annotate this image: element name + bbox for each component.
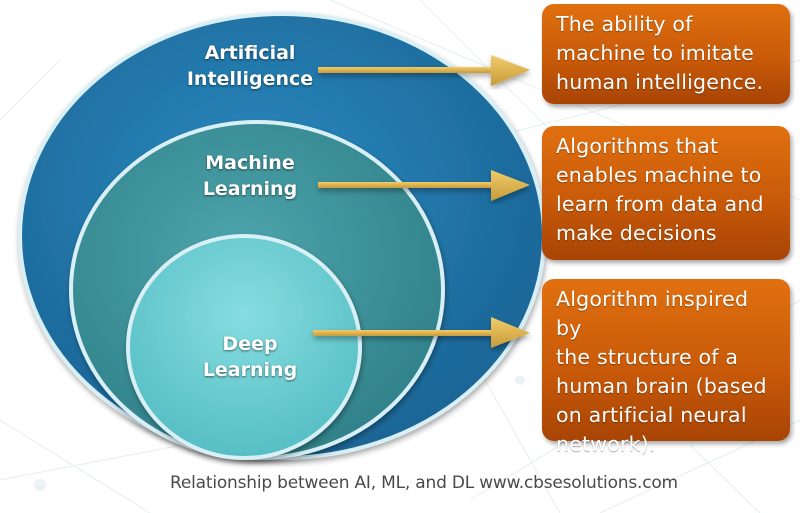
description-line: Algorithms that [556,134,719,158]
label-line: Intelligence [186,68,314,90]
caption: Relationship between AI, ML, and DL www.… [170,473,678,493]
description-line: human brain (based [556,374,767,398]
label-line: Learning [202,359,298,381]
description-line: make decisions [556,221,717,245]
label-deep-learning: Deep Learning [170,331,330,383]
description-line: on artificial neural [556,403,747,427]
label-line: Artificial [204,42,296,64]
description-line: The ability of [556,12,693,36]
description-box-dl: Algorithm inspired by the structure of a… [542,279,790,456]
arrow-ai [318,55,530,86]
label-line: Deep [222,333,278,355]
description-line: the structure of a [556,345,739,369]
description-line: learn from data and [556,192,764,216]
description-line: machine to imitate [556,41,754,65]
label-line: Learning [202,178,298,200]
description-box-ml: Algorithms that enables machine to learn… [542,126,790,260]
label-machine-learning: Machine Learning [170,150,330,202]
description-line: network). [556,432,656,456]
arrow-dl [313,317,530,348]
label-line: Machine [205,152,295,174]
description-line: Algorithm inspired by [556,287,749,340]
label-artificial-intelligence: Artificial Intelligence [170,40,330,92]
description-line: human intelligence. [556,70,764,94]
circle-deep-learning [126,234,362,460]
description-line: enables machine to [556,163,762,187]
arrow-ml [318,170,530,201]
description-box-ai: The ability of machine to imitate human … [542,4,790,104]
